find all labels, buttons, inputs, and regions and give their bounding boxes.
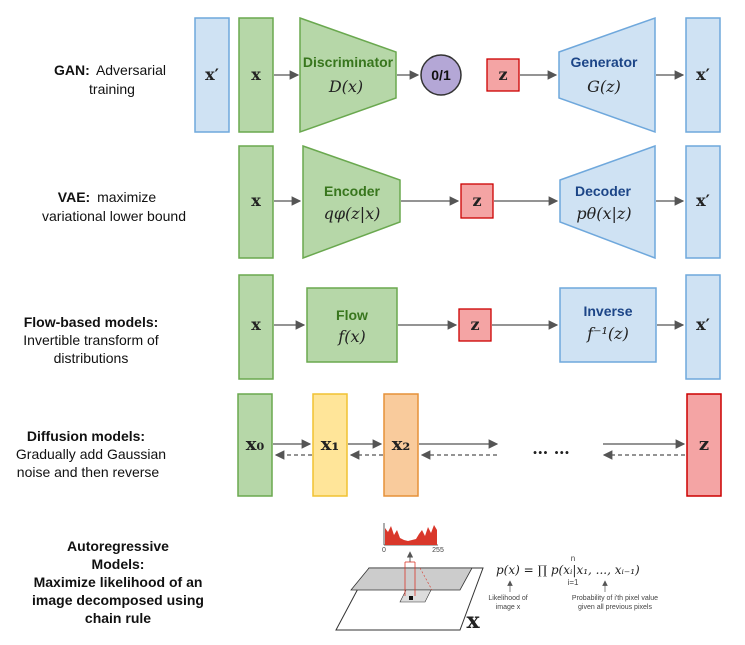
formula-text: p(x) = ∏ p(xᵢ|x₁, ..., xᵢ₋₁) <box>496 563 640 577</box>
ar-label-line5: chain rule <box>85 610 151 626</box>
diffusion-label-line1: Diffusion models: <box>27 428 145 444</box>
flow-flow-title: Flow <box>336 307 368 323</box>
formula-prod-top: n <box>571 554 575 563</box>
formula-prod-bottom: i=1 <box>568 578 579 587</box>
vae-encoder-expr: qφ(z|x) <box>324 204 381 223</box>
vae-x-label: x <box>251 191 261 210</box>
diffusion-label-line2: Gradually add Gaussian <box>16 446 166 462</box>
image-plane-illustration <box>335 561 484 631</box>
vae-x-prime-label: x′ <box>696 191 710 210</box>
vae-label-bold: VAE: <box>58 189 90 205</box>
diffusion-z-label: z <box>699 434 709 455</box>
flow-inverse-box <box>559 287 657 363</box>
gan-label-line2: training <box>89 81 135 97</box>
gan-discriminator-expr: D(x) <box>328 77 363 96</box>
diffusion-x1-box <box>312 393 348 497</box>
flow-x-label: x <box>251 315 261 334</box>
autoregressive-row: Autoregressive Models: Maximize likeliho… <box>32 523 658 634</box>
gan-label-rest: Adversarial <box>96 62 166 78</box>
diffusion-x2-box <box>383 393 419 497</box>
vae-decoder-expr: pθ(x|z) <box>576 204 631 223</box>
gan-generator-shape <box>558 16 656 134</box>
vae-row: VAE: maximize variational lower bound x … <box>42 144 721 260</box>
gan-real-x-prime-box <box>194 17 230 133</box>
gan-generator-expr: G(z) <box>587 77 621 96</box>
vae-x-prime-box <box>685 145 721 259</box>
gan-x-prime-out-box <box>685 17 721 133</box>
flow-label-line2: Invertible transform of <box>23 332 158 348</box>
flow-inverse-expr: f⁻¹(z) <box>586 324 629 343</box>
vae-x-box <box>238 145 274 259</box>
diffusion-x2-label: x₂ <box>392 434 411 455</box>
diffusion-row: Diffusion models: Gradually add Gaussian… <box>16 393 722 497</box>
diffusion-x0-box <box>237 393 273 497</box>
ar-label-line1: Autoregressive <box>67 538 169 554</box>
vae-label-line2: variational lower bound <box>42 208 186 224</box>
flow-z-box <box>458 308 492 342</box>
image-plane-current-row <box>399 589 432 603</box>
ar-label-line4: image decomposed using <box>32 592 204 608</box>
gan-row: GAN: Adversarial training x′ x Discrimin… <box>54 16 721 134</box>
gan-discriminator-title: Discriminator <box>303 54 394 70</box>
vae-z-label: z <box>472 191 481 210</box>
hist-tick-0: 0 <box>382 547 386 554</box>
diffusion-ellipsis: … … <box>532 439 570 458</box>
gan-x-box <box>238 17 274 133</box>
gan-z-label: z <box>498 65 507 84</box>
flow-flow-expr: f(x) <box>337 327 365 346</box>
flow-x-prime-label: x′ <box>696 315 710 334</box>
flow-x-prime-box <box>685 274 721 380</box>
vae-label: VAE: maximize <box>58 189 157 205</box>
note-likelihood-2: image x <box>496 604 521 611</box>
gan-discriminator-shape <box>299 16 397 134</box>
current-pixel <box>409 596 413 600</box>
gan-output-circle <box>420 54 462 96</box>
diffusion-x1-label: x₁ <box>321 434 340 455</box>
vae-decoder-title: Decoder <box>575 183 632 199</box>
vae-z-box <box>460 183 494 219</box>
image-plane-filled-area <box>350 567 473 591</box>
diffusion-z-box <box>686 393 722 497</box>
gan-x-prime-out-label: x′ <box>696 65 710 84</box>
hist-bars <box>385 525 437 545</box>
flow-label-line3: distributions <box>54 350 129 366</box>
gan-z-box <box>486 58 520 92</box>
ar-big-x-label: x <box>466 608 480 634</box>
pixel-beam-dash <box>419 567 433 591</box>
note-likelihood-1: Likelihood of <box>488 595 527 602</box>
ar-label-line2: Models: <box>92 556 145 572</box>
vae-label-rest: maximize <box>97 189 156 205</box>
ar-label-line3: Maximize likelihood of an <box>34 574 203 590</box>
gan-generator-title: Generator <box>571 54 638 70</box>
gan-label-bold: GAN: <box>54 62 90 78</box>
flow-flow-box <box>306 287 398 363</box>
hist-tick-255: 255 <box>432 547 444 554</box>
gan-label: GAN: Adversarial <box>54 62 166 78</box>
flow-label-line1: Flow-based models: <box>24 314 159 330</box>
diffusion-x0-label: x₀ <box>246 434 265 455</box>
flow-row: Flow-based models: Invertible transform … <box>23 274 721 380</box>
note-prob-2: given all previous pixels <box>578 604 652 611</box>
flow-inverse-title: Inverse <box>583 303 632 319</box>
note-prob-1: Probability of i'th pixel value <box>572 595 658 602</box>
flow-x-box <box>238 274 274 380</box>
vae-encoder-shape <box>302 144 401 260</box>
gan-x-label: x <box>251 65 261 84</box>
vae-encoder-title: Encoder <box>324 183 381 199</box>
vae-decoder-shape <box>559 144 656 260</box>
diffusion-label-line3: noise and then reverse <box>17 464 160 480</box>
pixel-histogram: 0 255 <box>382 523 444 562</box>
gan-output-label: 0/1 <box>431 67 451 83</box>
flow-z-label: z <box>470 315 479 334</box>
chain-rule-formula: p(x) = ∏ p(xᵢ|x₁, ..., xᵢ₋₁) n i=1 Likel… <box>488 554 658 611</box>
gan-x-prime-label: x′ <box>205 65 219 84</box>
